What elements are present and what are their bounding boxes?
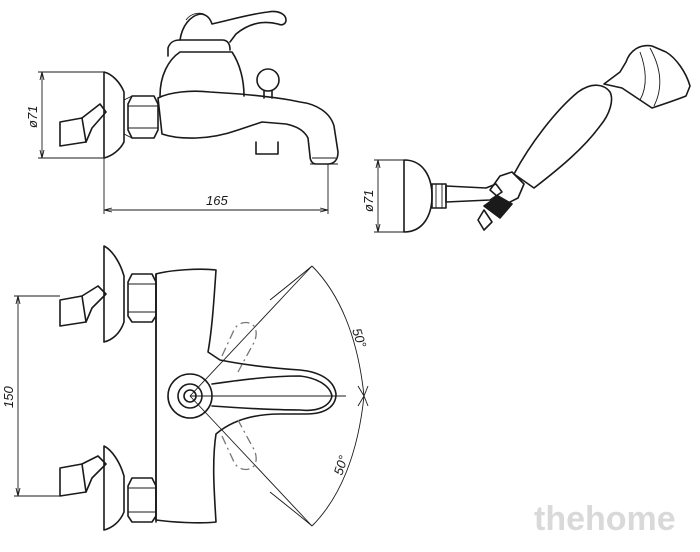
watermark: thehome	[534, 500, 676, 538]
dimension-lines-height	[14, 295, 60, 497]
hand-shower	[403, 44, 691, 233]
dim-height: 150	[1, 386, 16, 408]
angle-dimensions	[189, 265, 369, 527]
dim-flange-left: ø71	[25, 106, 40, 128]
front-view-mixer	[59, 10, 339, 165]
dimension-lines-shower	[374, 159, 404, 233]
dim-spout-length: 165	[206, 193, 228, 208]
lever-rotated-positions	[221, 321, 257, 471]
dim-angle-lower: 50°	[331, 454, 351, 477]
dim-flange-right: ø71	[361, 190, 376, 212]
dimension-lines-front	[38, 71, 329, 214]
dim-angle-upper: 50°	[349, 326, 369, 349]
